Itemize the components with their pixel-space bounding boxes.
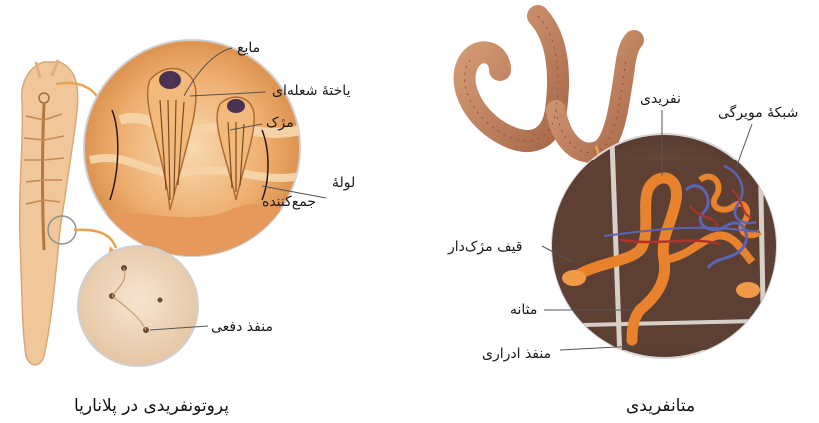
excretory-pore-magnification <box>78 246 198 366</box>
earthworm-body <box>465 16 634 170</box>
label-bladder: مثانه <box>510 301 537 319</box>
label-excretory-pore: منفذ دفعی <box>211 318 273 336</box>
label-collecting-tube-line1: لولهٔ <box>332 174 355 192</box>
label-fluid: مایع <box>237 39 260 57</box>
metanephridium-magnification <box>540 134 800 360</box>
flame-cell-magnification <box>84 40 300 260</box>
label-capillary-network: شبکهٔ مویرگی <box>718 104 798 122</box>
label-flame-cell: یاختهٔ شعله‌ای <box>272 82 350 100</box>
label-ciliated-funnel: قیف مژک‌دار <box>448 238 523 256</box>
label-cilia: مژک <box>266 114 294 132</box>
label-metanephridium: نفریدی <box>640 90 681 108</box>
caption-protonephridia: پروتونفریدی در پلاناریا <box>74 396 229 416</box>
caption-metanephridia: متانفریدی <box>626 396 695 416</box>
label-urinary-pore: منفذ ادراری <box>482 345 551 363</box>
label-collecting-tube-line2: جمع‌کننده <box>262 193 316 211</box>
